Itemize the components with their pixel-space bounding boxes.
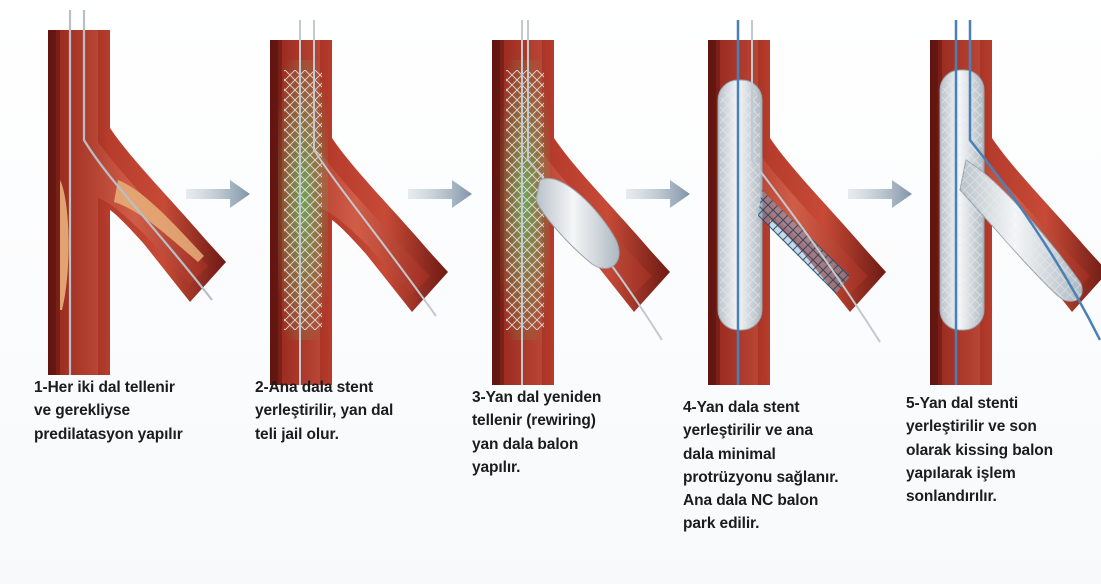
caption-line: tellenir (rewiring) xyxy=(472,409,601,432)
caption-line: yerleştirilir ve ana xyxy=(683,419,839,442)
caption-line: 3-Yan dal yeniden xyxy=(472,386,601,409)
step-arrow-icon xyxy=(186,180,250,208)
caption-line: dala minimal xyxy=(683,443,839,466)
step-4-caption: 4-Yan dala stent yerleştirilir ve ana da… xyxy=(683,396,839,536)
caption-line: teli jail olur. xyxy=(255,423,393,446)
step-5-caption: 5-Yan dal stenti yerleştirilir ve son ol… xyxy=(906,392,1053,508)
caption-line: 4-Yan dala stent xyxy=(683,396,839,419)
step-1-caption: 1-Her iki dal tellenir ve gerekliyse pre… xyxy=(34,376,183,446)
caption-line: park edilir. xyxy=(683,512,839,535)
caption-line: 2-Ana dala stent xyxy=(255,376,393,399)
step-arrow-icon xyxy=(848,180,912,208)
panel-5-vessel xyxy=(930,20,1101,385)
caption-line: predilatasyon yapılır xyxy=(34,423,183,446)
panel-3-vessel xyxy=(492,20,670,385)
caption-line: protrüzyonu sağlanır. xyxy=(683,466,839,489)
step-arrow-icon xyxy=(626,180,690,208)
caption-line: Ana dala NC balon xyxy=(683,489,839,512)
step-arrow-icon xyxy=(408,180,472,208)
step-2-caption: 2-Ana dala stent yerleştirilir, yan dal … xyxy=(255,376,393,446)
caption-line: yapılır. xyxy=(472,456,601,479)
caption-line: yerleştirilir, yan dal xyxy=(255,399,393,422)
caption-line: ve gerekliyse xyxy=(34,399,183,422)
panel-2-vessel xyxy=(270,20,448,385)
caption-line: yan dala balon xyxy=(472,433,601,456)
caption-line: 5-Yan dal stenti xyxy=(906,392,1053,415)
step-3-caption: 3-Yan dal yeniden tellenir (rewiring) ya… xyxy=(472,386,601,479)
caption-line: 1-Her iki dal tellenir xyxy=(34,376,183,399)
caption-line: yerleştirilir ve son xyxy=(906,415,1053,438)
panel-4-vessel xyxy=(708,20,886,385)
caption-line: olarak kissing balon xyxy=(906,439,1053,462)
caption-line: yapılarak işlem xyxy=(906,462,1053,485)
caption-line: sonlandırılır. xyxy=(906,485,1053,508)
